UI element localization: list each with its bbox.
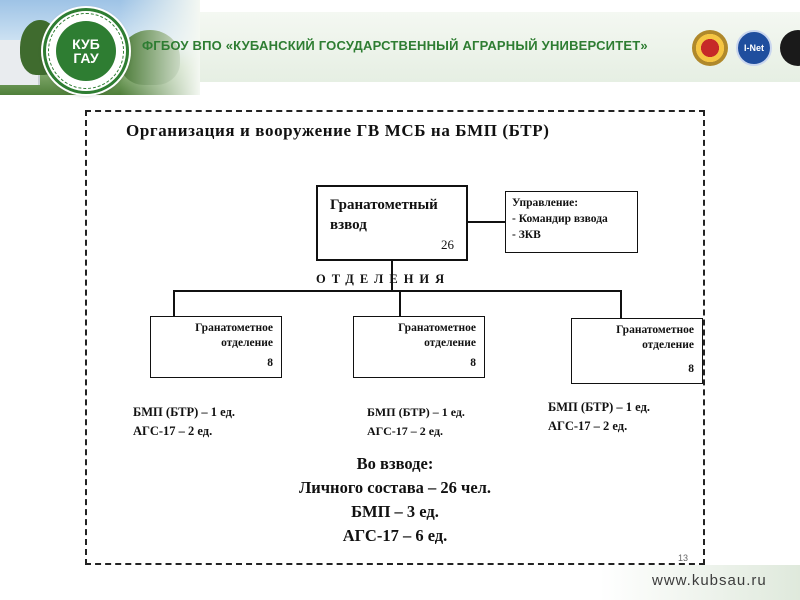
section3-connector	[620, 290, 622, 319]
section-count: 8	[688, 363, 694, 375]
inet-badge-icon: I-Net	[736, 30, 772, 66]
logo-text-bottom: ГАУ	[73, 50, 99, 66]
platoon-management-connector	[468, 221, 506, 223]
section-equipment: БМП (БТР) – 1 ед. АГС-17 – 2 ед.	[548, 398, 650, 436]
section-box: Гранатометное отделение 8	[571, 318, 703, 384]
platoon-down-connector	[391, 261, 393, 291]
footer-band	[600, 565, 800, 600]
summary-ags: АГС-17 – 6 ед.	[342, 526, 448, 545]
equipment-bmp: БМП (БТР) – 1 ед.	[548, 400, 651, 414]
university-title: ФГБОУ ВПО «КУБАНСКИЙ ГОСУДАРСТВЕННЫЙ АГР…	[142, 38, 648, 53]
logo-emblem: КУБ ГАУ	[56, 21, 116, 81]
section-count: 8	[267, 357, 273, 369]
slide-title: Организация и вооружение ГВ МСБ на БМП (…	[126, 121, 550, 140]
logo-text-top: КУБ	[72, 36, 100, 52]
section-count: 8	[470, 357, 476, 369]
management-item: - ЗКВ	[512, 229, 541, 241]
section-name: Гранатометное отделение	[616, 324, 694, 351]
section-name: Гранатометное отделение	[195, 322, 273, 349]
photo-fade	[120, 0, 200, 95]
equipment-bmp: БМП (БТР) – 1 ед.	[133, 405, 236, 419]
section-name: Гранатометное отделение	[398, 322, 476, 349]
management-box: Управление: - Командир взвода - ЗКВ	[505, 191, 638, 253]
section-box: Гранатометное отделение 8	[353, 316, 485, 378]
section2-connector	[399, 290, 401, 317]
university-logo: КУБ ГАУ	[43, 8, 129, 94]
partner-badge-icon	[780, 30, 800, 66]
page-number: 13	[678, 553, 689, 563]
management-heading: Управление:	[512, 197, 579, 209]
platoon-box: Гранатометный взвод 26	[316, 185, 468, 261]
platoon-summary: Во взводе: Личного состава – 26 чел. БМП…	[230, 452, 560, 548]
platoon-count: 26	[441, 237, 454, 252]
section-equipment: БМП (БТР) – 1 ед. АГС-17 – 2 ед.	[367, 403, 465, 441]
management-item: - Командир взвода	[512, 213, 608, 225]
logo-ring	[48, 13, 124, 89]
summary-personnel: Личного состава – 26 чел.	[298, 478, 492, 497]
equipment-ags: АГС-17 – 2 ед.	[548, 419, 628, 433]
section1-connector	[173, 290, 175, 317]
header: КУБ ГАУ ФГБОУ ВПО «КУБАНСКИЙ ГОСУДАРСТВЕ…	[0, 0, 800, 95]
summary-bmp: БМП – 3 ед.	[351, 502, 439, 521]
section-box: Гранатометное отделение 8	[150, 316, 282, 378]
equipment-ags: АГС-17 – 2 ед.	[133, 424, 213, 438]
sections-horizontal-connector	[173, 290, 622, 292]
sections-label: ОТДЕЛЕНИЯ	[316, 272, 451, 286]
order-medal-icon	[692, 30, 728, 66]
equipment-bmp: БМП (БТР) – 1 ед.	[367, 405, 465, 419]
website-url: www.kubsau.ru	[652, 572, 767, 589]
equipment-ags: АГС-17 – 2 ед.	[367, 424, 444, 438]
platoon-name: Гранатометный взвод	[330, 197, 438, 233]
inet-badge-label: I-Net	[744, 43, 764, 53]
summary-heading: Во взводе:	[356, 454, 434, 473]
section-equipment: БМП (БТР) – 1 ед. АГС-17 – 2 ед.	[133, 403, 235, 441]
